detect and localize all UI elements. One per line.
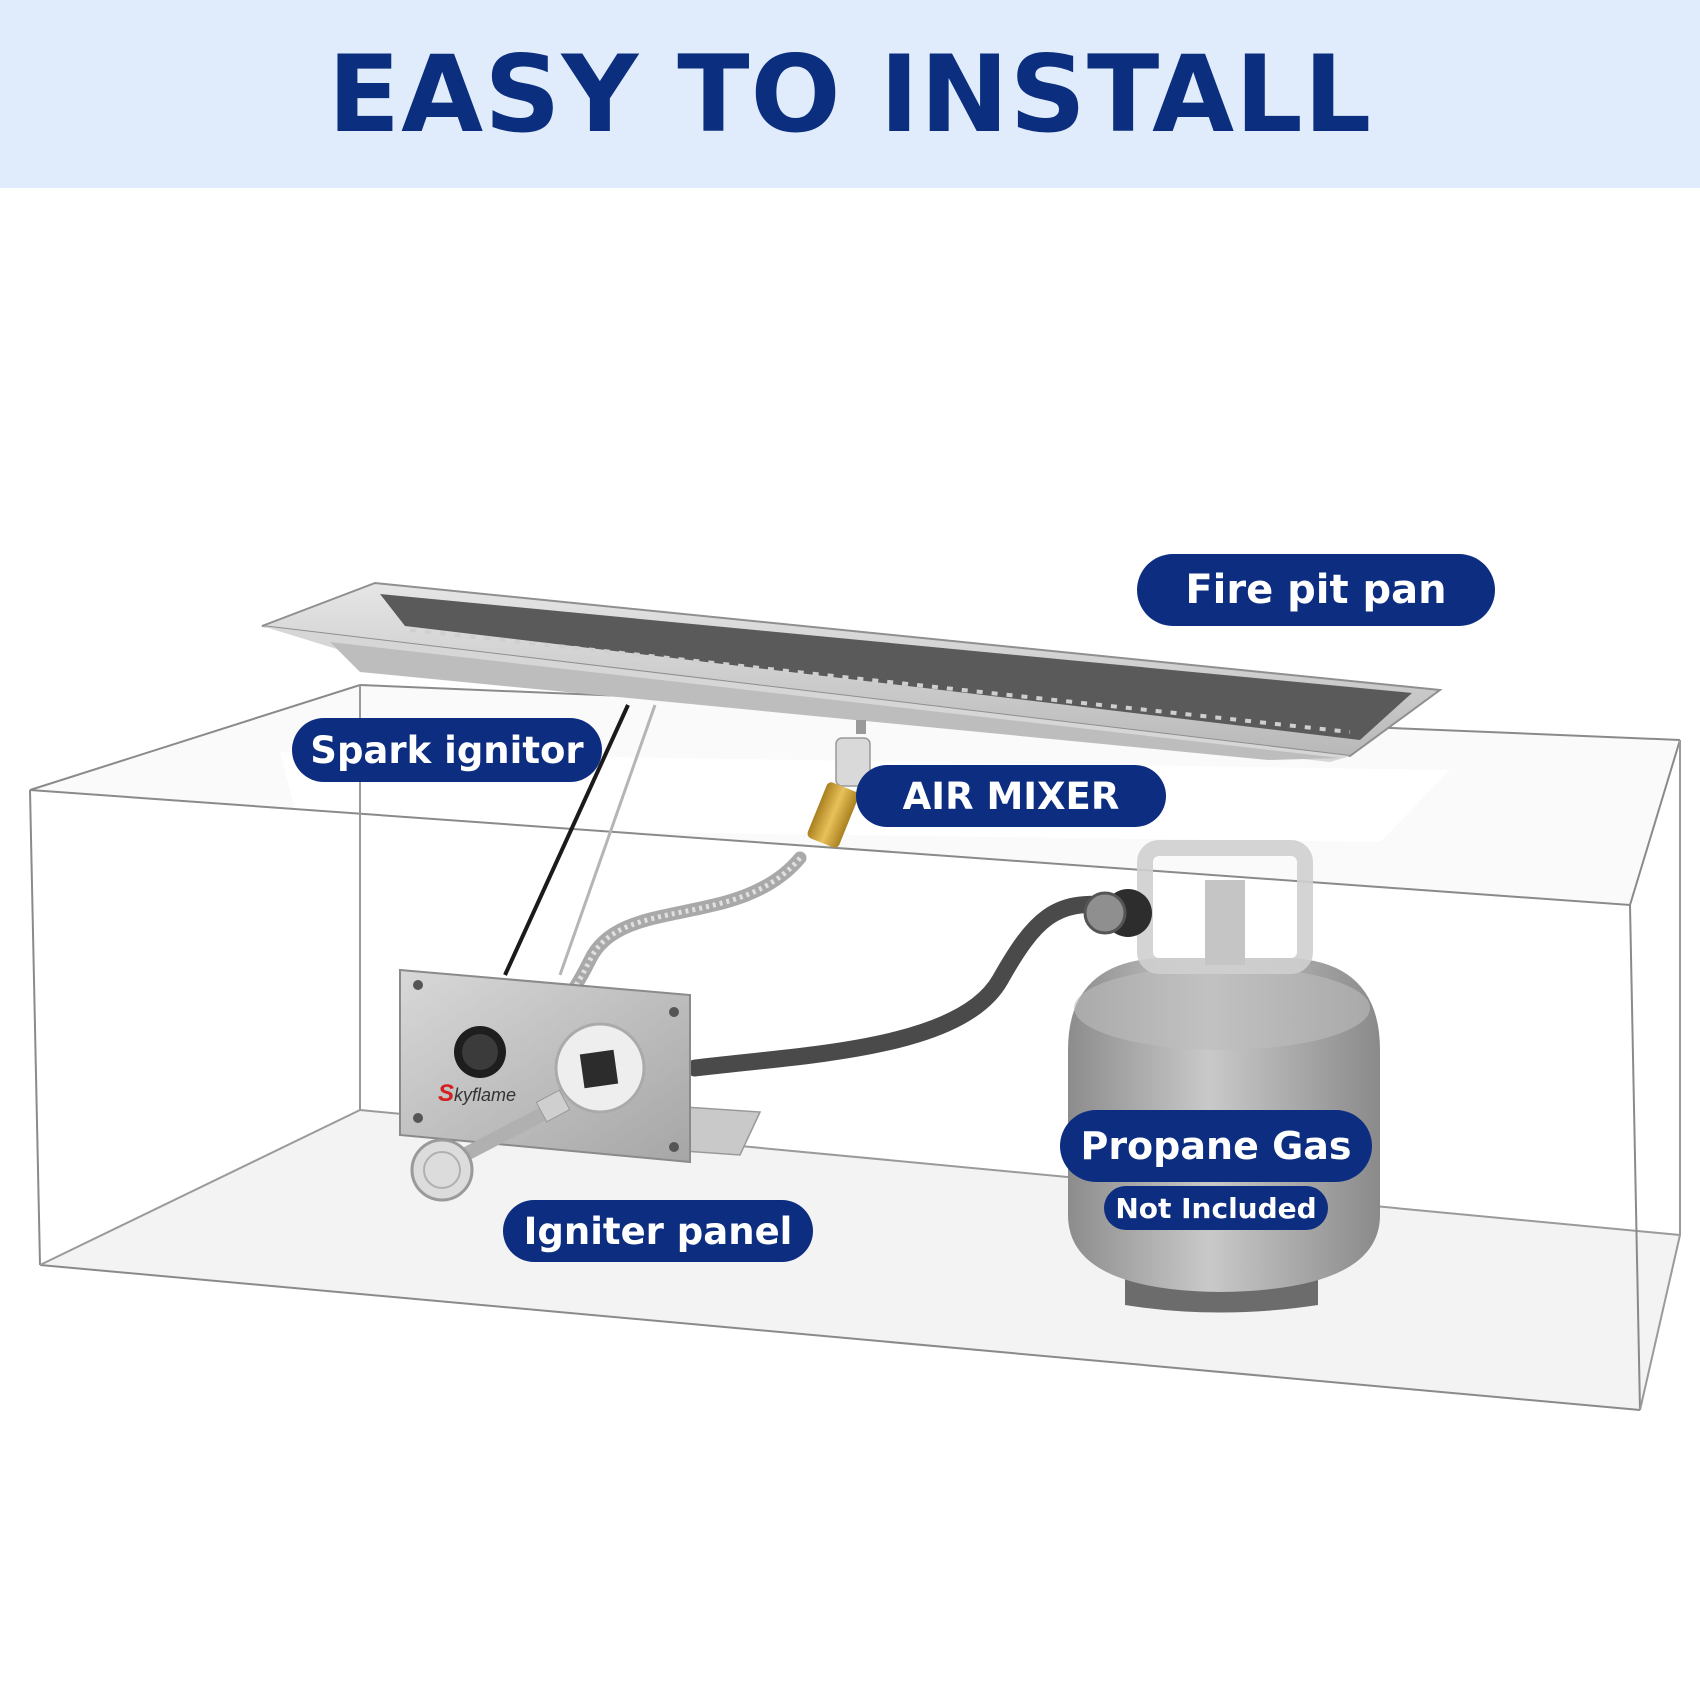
enclosure-front-left-edge xyxy=(29,789,41,1266)
label-fire-pit-pan: Fire pit pan xyxy=(1137,554,1495,626)
label-not-included: Not Included xyxy=(1104,1186,1328,1230)
valve-key-handle xyxy=(410,1138,474,1202)
label-propane-gas: Propane Gas xyxy=(1060,1110,1372,1182)
panel-screw-hole xyxy=(669,1142,679,1152)
header-banner xyxy=(0,0,1700,188)
pan-front-slope xyxy=(330,642,1340,760)
panel-screw-hole xyxy=(413,980,423,990)
enclosure-floor xyxy=(40,1110,1680,1410)
label-air-mixer: AIR MIXER xyxy=(856,765,1166,827)
pan-trough xyxy=(380,594,1412,740)
skyflame-logo: Skyflame xyxy=(438,1080,517,1107)
label-igniter-panel: Igniter panel xyxy=(503,1200,813,1262)
propane-tank xyxy=(1068,840,1380,1313)
igniter-panel xyxy=(399,968,762,1202)
page-title: EASY TO INSTALL xyxy=(327,32,1373,156)
spark-ignitor-wire xyxy=(503,704,657,976)
air-mixer-body xyxy=(835,737,871,787)
valve-key-collar xyxy=(535,1089,571,1123)
panel-screw-hole xyxy=(413,1113,423,1123)
enclosure-front-bottom-edge xyxy=(39,1264,1641,1411)
air-mixer xyxy=(807,720,871,848)
panel-plate xyxy=(399,968,691,1164)
enclosure-front-right-edge xyxy=(1629,904,1641,1411)
air-mixer-brass-fitting xyxy=(807,782,859,848)
fire-pit-pan xyxy=(261,581,1443,762)
panel-screw-hole xyxy=(669,1007,679,1017)
installation-diagram xyxy=(29,581,1681,1411)
tank-valve-stem xyxy=(1205,880,1245,965)
label-spark-ignitor: Spark ignitor xyxy=(292,718,602,782)
tank-shoulder xyxy=(1074,966,1370,1050)
pressure-regulator xyxy=(1083,891,1127,935)
enclosure-floor-left-edge xyxy=(39,1109,361,1266)
valve-key-socket xyxy=(579,1049,619,1089)
propane-hose xyxy=(686,895,1119,1077)
enclosure-floor-right-edge xyxy=(1639,1234,1681,1411)
